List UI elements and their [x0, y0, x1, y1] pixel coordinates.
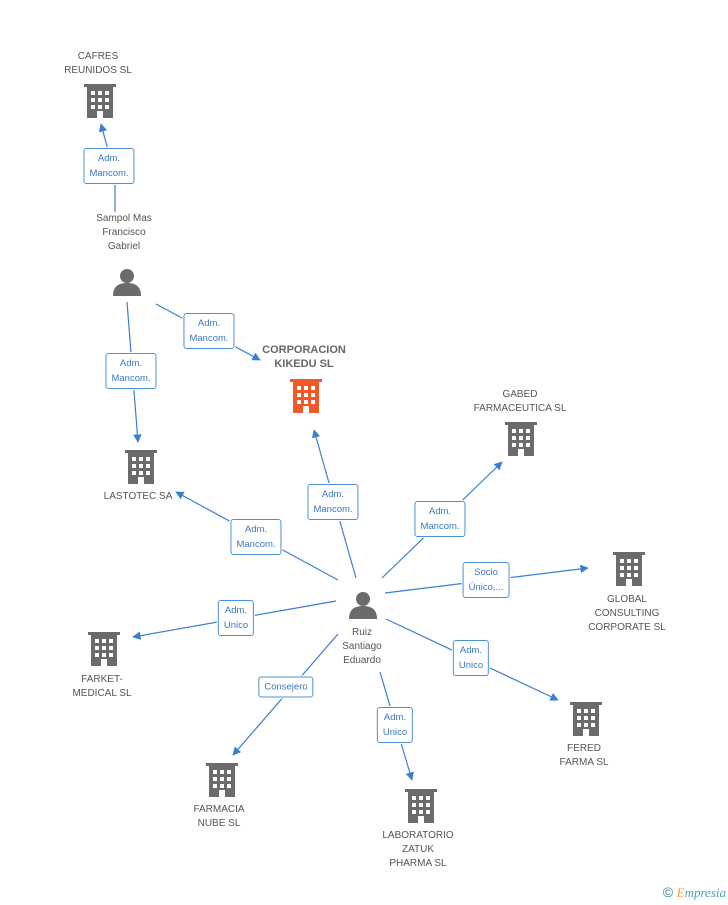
edge-label-ruiz-global[interactable]: Socio Único,...	[462, 562, 510, 598]
node-label-farmacia[interactable]: FARMACIA NUBE SL	[193, 804, 245, 829]
node-label-global[interactable]: GLOBAL CONSULTING CORPORATE SL	[588, 594, 666, 633]
copyright-symbol: ©	[662, 884, 674, 900]
node-label-corporacion[interactable]: CORPORACION KIKEDU SL	[262, 344, 346, 370]
edge-label-sampol-lastotec[interactable]: Adm. Mancom.	[105, 353, 157, 389]
edge-label-ruiz-fered[interactable]: Adm. Unico	[452, 640, 490, 676]
node-label-laboratorio[interactable]: LABORATORIO ZATUK PHARMA SL	[382, 830, 454, 869]
edge-label-ruiz-laboratorio[interactable]: Adm. Unico	[376, 707, 414, 743]
nodes	[84, 84, 645, 823]
building-icon-lastotec[interactable]	[125, 450, 157, 484]
building-icon-global[interactable]	[613, 552, 645, 586]
node-label-ruiz[interactable]: Ruiz Santiago Eduardo	[342, 627, 382, 666]
edge-label-ruiz-lastotec[interactable]: Adm. Mancom.	[230, 519, 282, 555]
person-icon-ruiz[interactable]	[349, 592, 377, 619]
node-label-farket[interactable]: FARKET- MEDICAL SL	[72, 674, 132, 699]
building-icon-cafres[interactable]	[84, 84, 116, 118]
node-label-gabed[interactable]: GABED FARMACEUTICA SL	[473, 389, 567, 414]
person-icon-sampol[interactable]	[113, 269, 141, 296]
building-icon-laboratorio[interactable]	[405, 789, 437, 823]
building-icon-farket[interactable]	[88, 632, 120, 666]
edge-label-sampol-cafres[interactable]: Adm. Mancom.	[83, 148, 135, 184]
building-icon-corporacion[interactable]	[290, 379, 322, 413]
edge-label-ruiz-corporacion[interactable]: Adm. Mancom.	[307, 484, 359, 520]
node-label-fered[interactable]: FERED FARMA SL	[559, 743, 609, 768]
node-label-cafres[interactable]: CAFRES REUNIDOS SL	[64, 51, 132, 76]
edge-label-ruiz-gabed[interactable]: Adm. Mancom.	[414, 501, 466, 537]
edge-label-ruiz-farmacia[interactable]: Consejero	[258, 676, 314, 698]
building-icon-fered[interactable]	[570, 702, 602, 736]
building-icon-farmacia[interactable]	[206, 763, 238, 797]
node-label-sampol[interactable]: Sampol Mas Francisco Gabriel	[96, 213, 152, 252]
edge-label-ruiz-farket[interactable]: Adm. Unico	[217, 600, 255, 636]
footer-brand: © Empresia	[663, 884, 726, 901]
building-icon-gabed[interactable]	[505, 422, 537, 456]
brand-logo[interactable]: Empresia	[676, 885, 726, 900]
edge-sampol-cafres	[101, 124, 116, 212]
node-label-lastotec[interactable]: LASTOTEC SA	[103, 491, 173, 502]
edge-label-sampol-corporacion[interactable]: Adm. Mancom.	[183, 313, 235, 349]
